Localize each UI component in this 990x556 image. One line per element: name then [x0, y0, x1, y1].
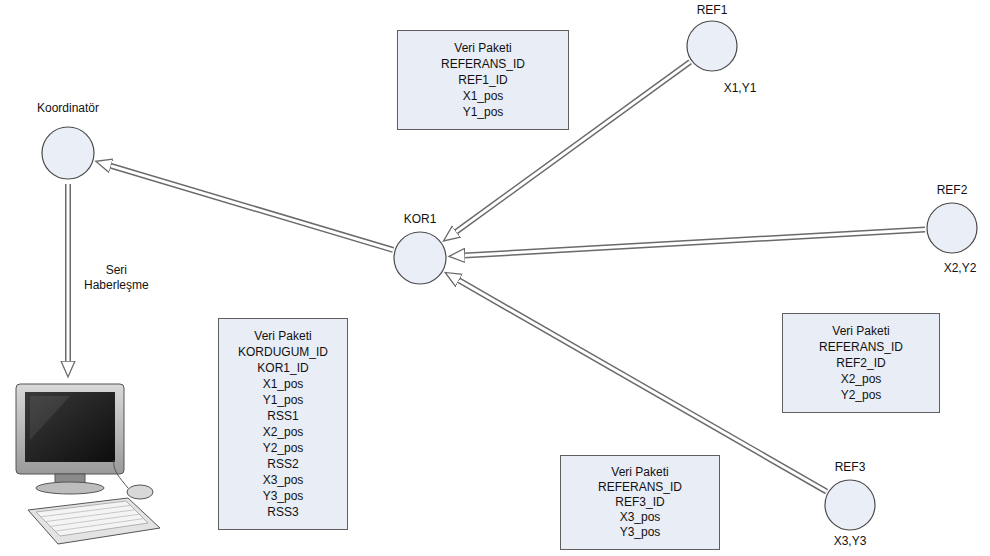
packet-field: RSS2: [227, 456, 339, 472]
packet-title: Veri Paketi: [227, 328, 339, 344]
node-circle-outline: [825, 480, 875, 530]
node-coordinates: X1,Y1: [724, 81, 757, 95]
keyboard-row: [55, 519, 143, 532]
node-circle: [393, 231, 447, 285]
data-packet-box: Veri PaketiREFERANS_IDREF1_IDX1_posY1_po…: [397, 30, 569, 130]
monitor-screen: [25, 392, 115, 462]
node-name: Koordinatör: [37, 101, 99, 115]
packet-field: REFERANS_ID: [569, 480, 711, 495]
reference-node: REF3X3,Y3: [824, 479, 876, 531]
packet-field: KORDUGUM_ID: [227, 344, 339, 360]
packet-field: X2_pos: [227, 424, 339, 440]
node-name: REF2: [937, 183, 968, 197]
arrow-outline: [110, 166, 393, 250]
packet-field: Y2_pos: [227, 440, 339, 456]
packet-field: Y2_pos: [791, 387, 931, 403]
serial-arrow: [68, 184, 69, 362]
packet-title: Veri Paketi: [569, 465, 711, 480]
data-flow-arrow: [110, 166, 393, 250]
data-packet-box: Veri PaketiREFERANS_IDREF2_IDX2_posY2_po…: [782, 313, 940, 413]
node-circle-outline: [927, 203, 977, 253]
node-name: REF3: [835, 460, 866, 474]
data-flow-arrow: [464, 230, 925, 256]
node-circle-outline: [42, 127, 94, 179]
packet-field: KOR1_ID: [227, 360, 339, 376]
link-label: Seri Haberleşme: [84, 263, 149, 293]
node-circle: [824, 479, 876, 531]
arrow-core: [464, 230, 925, 256]
arrow-core: [110, 166, 393, 250]
sensor-node: KOR1: [393, 231, 447, 285]
reference-node: REF2X2,Y2: [926, 202, 978, 254]
node-coordinates: X3,Y3: [834, 534, 867, 548]
mouse: [127, 485, 153, 499]
packet-field: Y3_pos: [569, 525, 711, 540]
node-name: KOR1: [404, 212, 437, 226]
keyboard-row: [50, 514, 139, 526]
packet-field: X3_pos: [569, 510, 711, 525]
monitor-base: [36, 482, 104, 494]
data-packet-box: Veri PaketiREFERANS_IDREF3_IDX3_posY3_po…: [560, 455, 720, 550]
mouse-cable: [114, 460, 128, 488]
packet-field: Y1_pos: [406, 104, 560, 120]
packet-field: X3_pos: [227, 472, 339, 488]
reference-node: REF1X1,Y1: [686, 20, 738, 72]
node-circle: [686, 20, 738, 72]
keyboard-keys: [36, 501, 148, 536]
packet-field: X1_pos: [406, 88, 560, 104]
node-coordinates: X2,Y2: [944, 261, 977, 275]
node-circle: [926, 202, 978, 254]
node-circle: [41, 126, 95, 180]
monitor-bezel: [16, 384, 124, 474]
packet-field: REFERANS_ID: [791, 339, 931, 355]
keyboard-row: [46, 510, 135, 522]
packet-field: REFERANS_ID: [406, 56, 560, 72]
keyboard: [28, 498, 160, 544]
packet-field: Y3_pos: [227, 488, 339, 504]
keyboard-rows: [41, 505, 144, 531]
serial-arrow-outer: [65, 184, 71, 362]
packet-field: Y1_pos: [227, 392, 339, 408]
packet-field: X1_pos: [227, 376, 339, 392]
packet-field: REF2_ID: [791, 355, 931, 371]
keyboard-row: [41, 505, 131, 516]
serial-arrow-inner: [67, 184, 70, 362]
packet-field: REF3_ID: [569, 495, 711, 510]
arrow-outline: [464, 230, 925, 256]
packet-field: REF1_ID: [406, 72, 560, 88]
packet-field: X2_pos: [791, 371, 931, 387]
screen-glare: [30, 396, 70, 440]
packet-title: Veri Paketi: [406, 40, 560, 56]
coordinator-node: Koordinatör: [41, 126, 95, 180]
node-circle-outline: [687, 21, 737, 71]
packet-field: RSS3: [227, 504, 339, 520]
computer-illustration: [16, 384, 160, 544]
packet-field: RSS1: [227, 408, 339, 424]
packet-title: Veri Paketi: [791, 323, 931, 339]
node-name: REF1: [697, 3, 728, 17]
data-packet-box: Veri PaketiKORDUGUM_IDKOR1_IDX1_posY1_po…: [218, 318, 348, 530]
node-circle-outline: [394, 232, 446, 284]
